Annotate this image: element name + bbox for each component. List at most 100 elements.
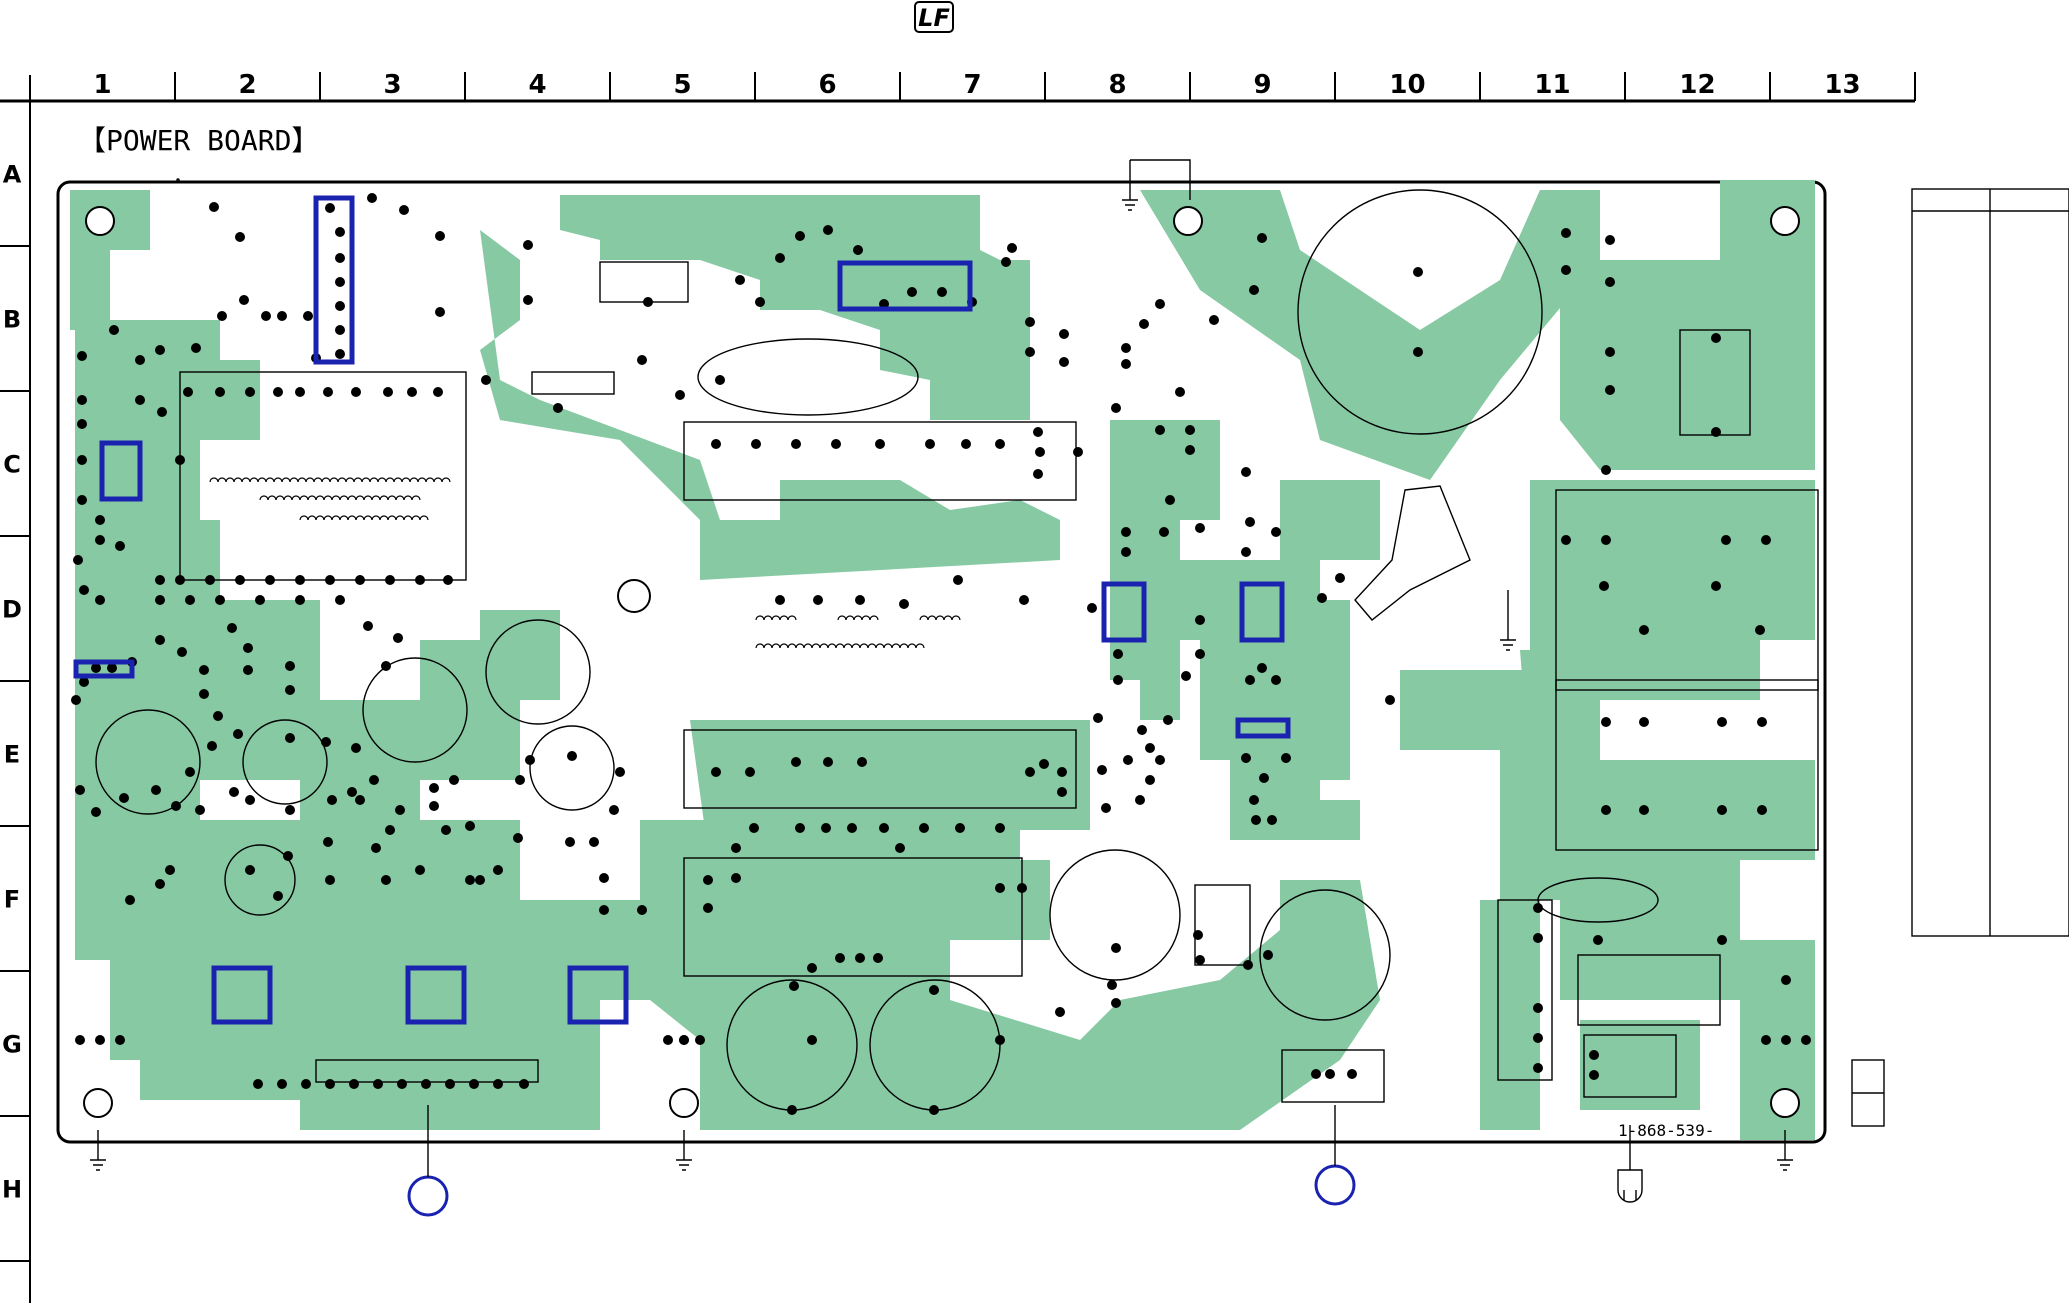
solder-pad [373, 1079, 383, 1089]
column-label: 11 [1534, 70, 1570, 100]
solder-pad [995, 823, 1005, 833]
solder-pad [731, 843, 741, 853]
solder-pad [919, 823, 929, 833]
solder-pad [1335, 573, 1345, 583]
solder-pad [335, 595, 345, 605]
solder-pad [277, 1079, 287, 1089]
solder-pad [1317, 593, 1327, 603]
solder-pad [155, 635, 165, 645]
solder-pad [929, 1105, 939, 1115]
transformer-coil-icon [209, 477, 961, 649]
solder-pad [1101, 803, 1111, 813]
coil-turn [441, 477, 451, 483]
solder-pad [441, 825, 451, 835]
solder-pad [481, 375, 491, 385]
solder-pad [1721, 535, 1731, 545]
solder-pad [335, 227, 345, 237]
solder-pad [1599, 581, 1609, 591]
solder-pad [1311, 1069, 1321, 1079]
solder-pad [107, 663, 117, 673]
column-label: 9 [1253, 70, 1271, 100]
solder-pad [185, 767, 195, 777]
column-label: 6 [818, 70, 836, 100]
solder-pad [119, 793, 129, 803]
solder-pad [165, 865, 175, 875]
solder-pad [875, 439, 885, 449]
solder-pad [469, 1079, 479, 1089]
solder-pad [1533, 903, 1543, 913]
solder-pad [191, 343, 201, 353]
solder-pad [393, 633, 403, 643]
solder-pad [91, 807, 101, 817]
solder-pad [1413, 347, 1423, 357]
solder-pad [229, 787, 239, 797]
solder-pad [1589, 1050, 1599, 1060]
solder-pad [421, 1079, 431, 1089]
solder-pad [1241, 753, 1251, 763]
solder-pad [1059, 329, 1069, 339]
solder-pad [1121, 359, 1131, 369]
solder-pad [151, 785, 161, 795]
solder-pad [1757, 717, 1767, 727]
row-label: D [2, 596, 22, 624]
solder-pad [795, 231, 805, 241]
solder-pad [77, 495, 87, 505]
solder-pad [1589, 1070, 1599, 1080]
solder-pad [277, 311, 287, 321]
solder-pad [1271, 675, 1281, 685]
solder-pad [157, 407, 167, 417]
solder-pad [177, 647, 187, 657]
solder-pad [295, 575, 305, 585]
solder-pad [855, 953, 865, 963]
solder-pad [183, 387, 193, 397]
solder-pad [731, 873, 741, 883]
solder-pad [791, 439, 801, 449]
column-label: 1 [93, 70, 111, 100]
solder-pad [609, 805, 619, 815]
solder-pad [995, 883, 1005, 893]
solder-pad [1245, 675, 1255, 685]
solder-pad [355, 575, 365, 585]
solder-pad [109, 325, 119, 335]
solder-pad [1025, 767, 1035, 777]
solder-pad [1145, 775, 1155, 785]
solder-pad [895, 843, 905, 853]
solder-pad [907, 287, 917, 297]
solder-pad [245, 387, 255, 397]
solder-pad [1267, 815, 1277, 825]
component-pads [71, 193, 1811, 1115]
solder-pad [1533, 1033, 1543, 1043]
solder-pad [643, 297, 653, 307]
solder-pad [1111, 998, 1121, 1008]
solder-pad [125, 895, 135, 905]
solder-pad [823, 225, 833, 235]
copper-pour [70, 180, 1815, 1140]
solder-pad [91, 663, 101, 673]
solder-pad [1145, 743, 1155, 753]
solder-pad [351, 743, 361, 753]
coil-turn [915, 643, 925, 649]
solder-pad [1271, 527, 1281, 537]
solder-pad [1137, 725, 1147, 735]
solder-pad [1601, 465, 1611, 475]
solder-pad [255, 595, 265, 605]
solder-pad [335, 277, 345, 287]
solder-pad [1347, 1069, 1357, 1079]
solder-pad [599, 905, 609, 915]
solder-pad [1533, 1063, 1543, 1073]
column-label: 3 [383, 70, 401, 100]
solder-pad [1605, 235, 1615, 245]
solder-pad [1033, 427, 1043, 437]
solder-pad [711, 439, 721, 449]
solder-pad [813, 595, 823, 605]
solder-pad [1601, 805, 1611, 815]
solder-pad [285, 685, 295, 695]
solder-pad [1007, 243, 1017, 253]
solder-pad [243, 643, 253, 653]
solder-pad [589, 837, 599, 847]
solder-pad [325, 203, 335, 213]
solder-pad [325, 575, 335, 585]
solder-pad [515, 775, 525, 785]
solder-pad [217, 311, 227, 321]
